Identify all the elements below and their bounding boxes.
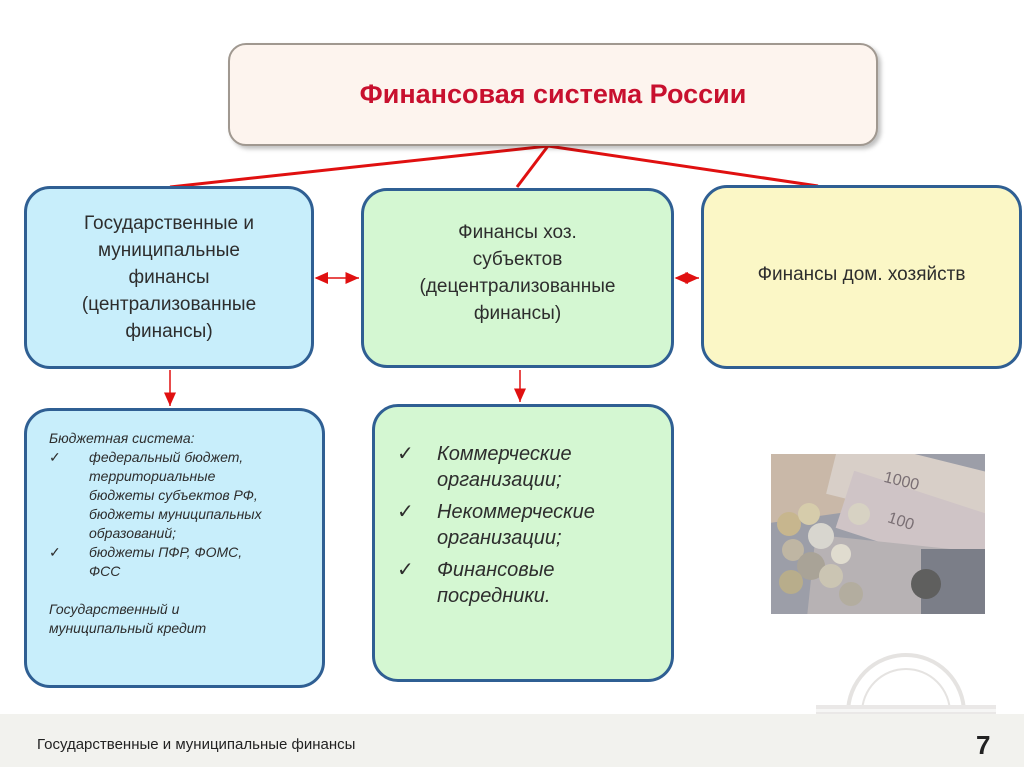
gov-finance-box: Государственные и муниципальные финансы … [24,186,314,369]
gov-line: Государственные и [84,213,254,234]
budget-line: территориальные [89,468,216,484]
org-line: Некоммерческие [437,501,595,523]
gov-line: финансы [128,267,210,288]
organizations-list: ✓ Коммерческие организации; ✓ Некоммерче… [397,441,595,615]
title-box: Финансовая система России [228,43,878,146]
check-icon: ✓ [397,443,414,465]
budget-line: образований; [89,525,177,541]
money-photo: 1000 100 [771,454,985,614]
check-icon: ✓ [397,501,414,523]
budget-list: Бюджетная система: ✓ федеральный бюджет,… [49,429,262,638]
budget-credit-line: муниципальный кредит [49,620,207,636]
diagram-title: Финансовая система России [359,79,747,109]
list-item: ✓ Финансовые посредники. [397,557,595,609]
list-item: ✓ Коммерческие организации; [397,441,595,493]
org-line: Финансовые [437,559,555,581]
list-item: ✓ федеральный бюджет, территориальные бю… [49,448,262,543]
organizations-box: ✓ Коммерческие организации; ✓ Некоммерче… [372,404,674,682]
footer-bar [0,714,1024,767]
footer-caption: Государственные и муниципальные финансы [37,736,356,753]
budget-header: Бюджетная система: [49,430,195,446]
biz-line: Финансы хоз. [458,222,577,243]
check-icon: ✓ [49,449,61,465]
tree-stem [515,145,550,188]
business-finance-box: Финансы хоз. субъектов (децентрализованн… [361,188,674,368]
gov-line: финансы) [125,321,213,342]
biz-line: субъектов [472,249,563,270]
budget-line: бюджеты субъектов РФ, [89,487,258,503]
check-icon: ✓ [49,544,61,560]
biz-line: финансы) [473,303,562,324]
list-item: ✓ Некоммерческие организации; [397,499,595,551]
business-finance-label: Финансы хоз. субъектов (децентрализованн… [420,219,616,327]
tree-left [169,144,549,189]
budget-line: федеральный бюджет, [89,449,244,465]
biz-line: (децентрализованные [419,276,616,297]
budget-line: бюджеты ПФР, ФОМС, [89,544,243,560]
budget-credit-line: Государственный и [49,601,180,617]
page-number: 7 [976,730,991,760]
gov-line: (централизованные [81,294,257,315]
budget-line: бюджеты муниципальных [89,506,262,522]
gov-finance-label: Государственные и муниципальные финансы … [82,210,256,345]
org-line: организации; [437,527,562,549]
household-finance-box: Финансы дом. хозяйств [701,185,1022,369]
org-line: Коммерческие [437,443,572,465]
org-line: посредники. [437,585,551,607]
check-icon: ✓ [397,559,414,581]
budget-line: ФСС [89,563,121,579]
gov-line: муниципальные [98,240,240,261]
tree-right [547,144,819,188]
household-finance-label: Финансы дом. хозяйств [757,263,966,285]
budget-system-box: Бюджетная система: ✓ федеральный бюджет,… [24,408,325,688]
list-item: ✓ бюджеты ПФР, ФОМС, ФСС [49,543,262,581]
org-line: организации; [437,469,562,491]
